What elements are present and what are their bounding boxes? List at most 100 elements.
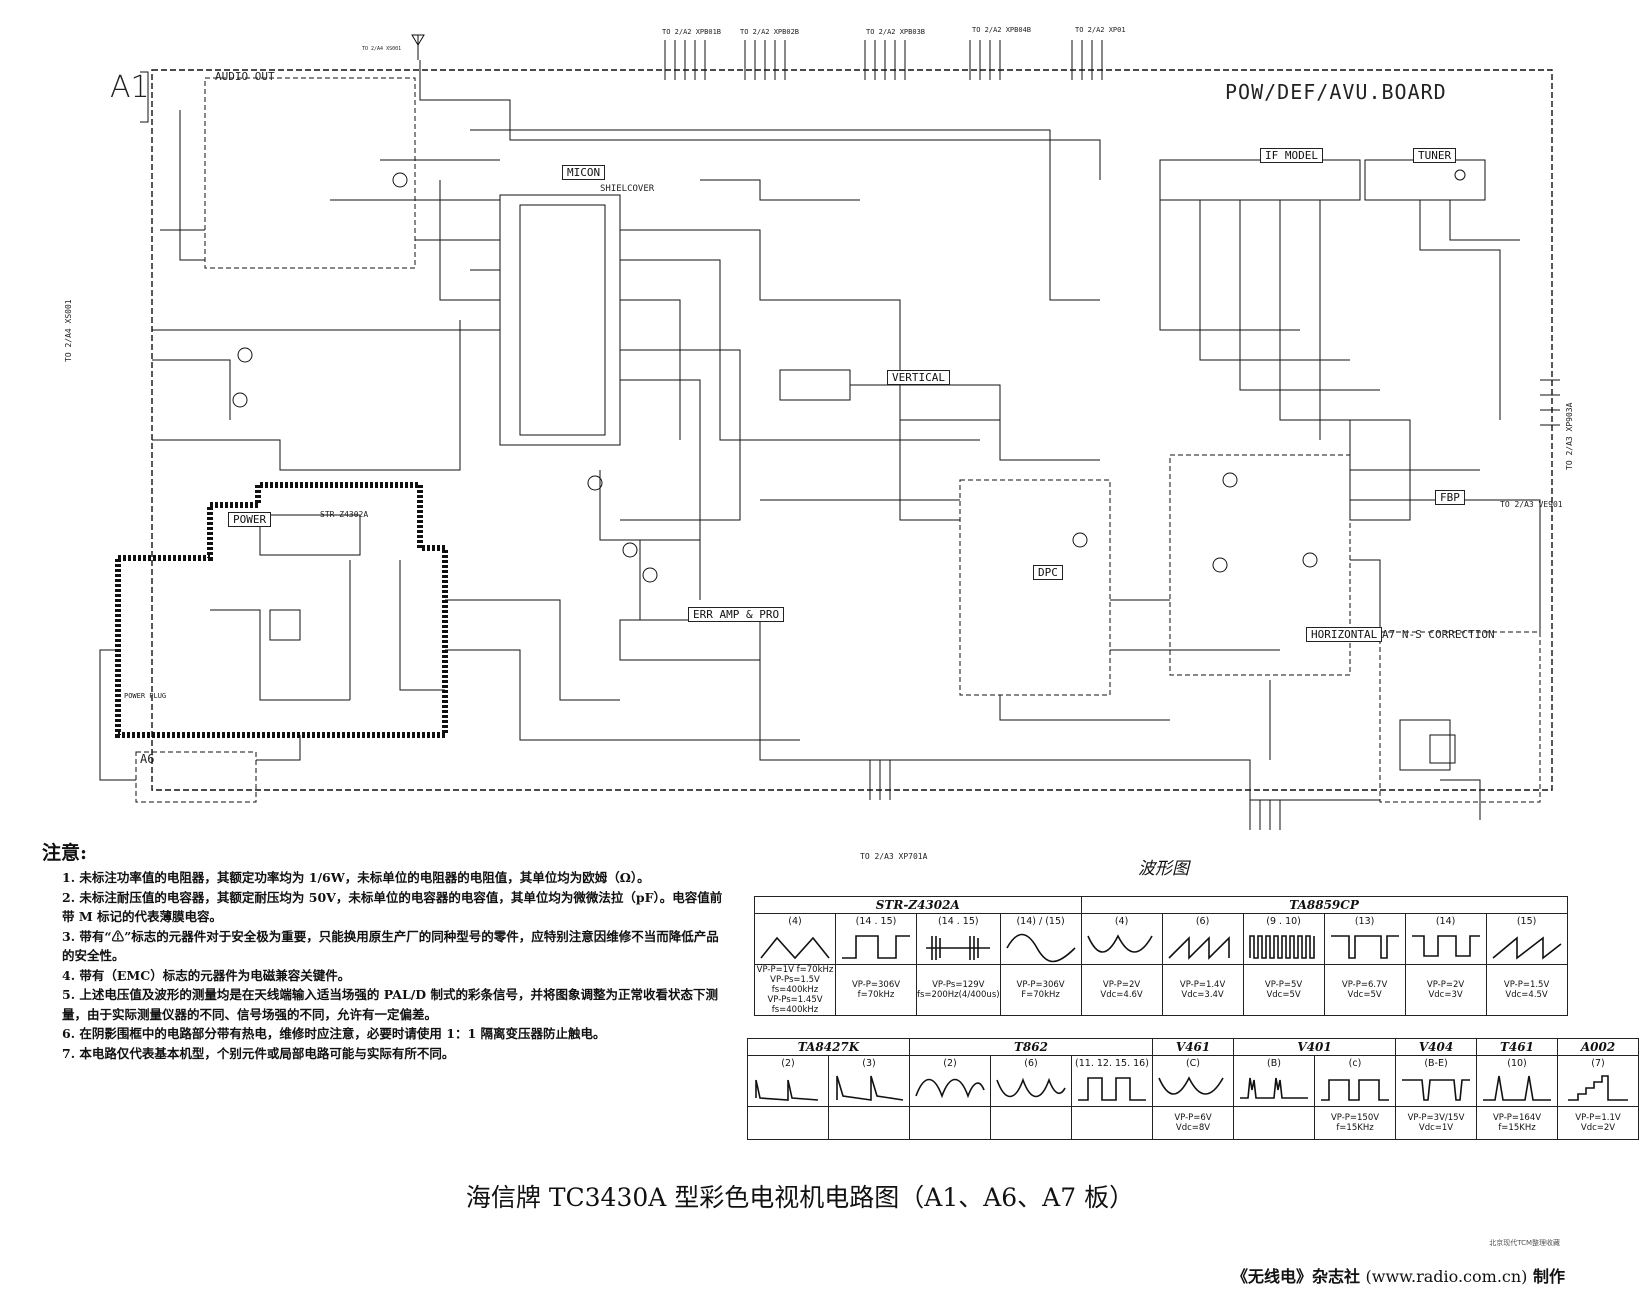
waveform-trace <box>1242 928 1325 965</box>
waveform-trace <box>1071 1070 1153 1107</box>
waveform-values <box>1233 1106 1315 1140</box>
waveform-values <box>828 1106 910 1140</box>
connector-right-mid: TO 2/A3 VE901 <box>1500 500 1563 509</box>
waveform-group-header: STR-Z4302A <box>754 896 1082 914</box>
main-title: 海信牌 TC3430A 型彩色电视机电路图（A1、A6、A7 板） <box>465 1183 1135 1212</box>
notes-title: 注意: <box>42 842 88 864</box>
credit-url: (www.radio.com.cn) <box>1365 1267 1528 1286</box>
waveform-pin-label: (3) <box>828 1055 910 1070</box>
waveform-trace <box>1476 1070 1558 1107</box>
collection-note: 北京现代TCM整理收藏 <box>1489 1239 1560 1247</box>
note-item: 2. 未标注耐压值的电容器，其额定耐压均为 50V，未标单位的电容器的电容值，其… <box>62 889 723 925</box>
waveform-pin-label: (14 . 15) <box>916 913 1001 928</box>
block-fbp: FBP <box>1435 490 1465 505</box>
waveform-title: 波形图 <box>1138 859 1189 879</box>
block-tuner: TUNER <box>1413 148 1457 163</box>
waveform-trace <box>916 928 1001 965</box>
waveform-trace <box>828 1070 910 1107</box>
block-shieldcover: SHIELCOVER <box>600 184 655 194</box>
connector-right-top: TO 2/A3 XP903A <box>1565 402 1574 470</box>
waveform-trace <box>1314 1070 1396 1107</box>
waveform-trace <box>1233 1070 1315 1107</box>
waveform-trace <box>990 1070 1072 1107</box>
waveform-trace <box>835 928 917 965</box>
waveform-pin-label: (14) <box>1404 913 1487 928</box>
waveform-pin-label: (B) <box>1233 1055 1315 1070</box>
note-item: 7. 本电路仅代表基本机型，个别元件或局部电路可能与实际有所不同。 <box>62 1045 455 1061</box>
waveform-group-header: V404 <box>1395 1038 1477 1056</box>
waveform-pin-label: (2) <box>909 1055 991 1070</box>
waveform-trace <box>747 1070 829 1107</box>
block-err-amp: ERR AMP & PRO <box>688 607 785 622</box>
waveform-pin-label: (7) <box>1557 1055 1639 1070</box>
note-item: 6. 在阴影围框中的电路部分带有热电，维修时应注意，必要时请使用 1：1 隔离变… <box>62 1026 606 1041</box>
block-dpc: DPC <box>1033 565 1063 580</box>
waveform-pin-label: (9 . 10) <box>1242 913 1325 928</box>
block-if-model: IF MODEL <box>1260 148 1323 163</box>
waveform-group-header: V401 <box>1233 1038 1396 1056</box>
connector-top-4: TO 2/A2 XPB04B <box>972 26 1032 34</box>
connector-top-2: TO 2/A2 XPB02B <box>740 28 800 36</box>
waveform-pin-label: (4) <box>754 913 836 928</box>
waveform-group-header: T862 <box>909 1038 1153 1056</box>
note-item: 5. 上述电压值及波形的测量均是在天线端输入适当场强的 PAL/D 制式的彩条信… <box>62 987 718 1022</box>
connector-top-1: TO 2/A2 XPB01B <box>662 28 722 36</box>
waveform-pin-label: (2) <box>747 1055 829 1070</box>
block-ns-correction: A7 N-S CORRECTION <box>1382 628 1495 641</box>
waveform-pin-label: (13) <box>1323 913 1406 928</box>
connector-left: TO 2/A4 XS001 <box>64 299 73 362</box>
waveform-pin-label: (6) <box>990 1055 1072 1070</box>
waveform-pin-label: (4) <box>1080 913 1163 928</box>
block-power-ic: STR-Z4302A <box>320 510 369 519</box>
waveform-values <box>990 1106 1072 1140</box>
waveform-values <box>747 1106 829 1140</box>
connector-top-3: TO 2/A2 XPB03B <box>866 28 926 36</box>
connector-top-5: TO 2/A2 XP01 <box>1075 26 1126 34</box>
waveform-pin-label: (6) <box>1161 913 1244 928</box>
waveform-values <box>1071 1106 1153 1140</box>
board-name: POW/DEF/AVU.BOARD <box>1225 80 1447 104</box>
circuit-schematic <box>99 34 1560 830</box>
waveform-trace <box>1080 928 1163 965</box>
block-horizontal: HORIZONTAL <box>1306 627 1383 642</box>
waveform-pin-label: (15) <box>1485 913 1568 928</box>
waveform-trace <box>1404 928 1487 965</box>
block-power-plug: POWER PLUG <box>124 692 167 700</box>
connector-antenna: TO 2/A4 XS001 <box>362 46 402 52</box>
waveform-pin-label: (c) <box>1314 1055 1396 1070</box>
waveform-group-header: T461 <box>1476 1038 1558 1056</box>
credit-made-by: 制作 <box>1532 1267 1565 1286</box>
block-a6: A6 <box>140 752 155 766</box>
note-item: 4. 带有（EMC）标志的元器件为电磁兼容关键件。 <box>62 967 351 983</box>
waveform-pin-label: (B-E) <box>1395 1055 1477 1070</box>
connector-bottom: TO 2/A3 XP701A <box>860 852 928 861</box>
waveform-group-header: V461 <box>1152 1038 1234 1056</box>
note-item: 3. 带有“⚠”标志的元器件对于安全极为重要，只能换用原生产厂的同种型号的零件，… <box>62 928 719 964</box>
waveform-pin-label: (11. 12. 15. 16) <box>1071 1055 1153 1070</box>
waveform-trace <box>1395 1070 1477 1107</box>
waveform-trace <box>1557 1070 1639 1107</box>
waveform-pin-label: (14 . 15) <box>835 913 917 928</box>
block-vertical: VERTICAL <box>887 370 950 385</box>
notes-list: 1. 未标注功率值的电阻器，其额定功率均为 1/6W，未标单位的电阻器的电阻值，… <box>62 868 730 1063</box>
waveform-trace <box>1152 1070 1234 1107</box>
waveform-group-header: TA8859CP <box>1080 896 1568 914</box>
waveform-group-header: A002 <box>1557 1038 1639 1056</box>
waveform-trace <box>1485 928 1568 965</box>
block-power: POWER <box>228 512 272 527</box>
waveform-pin-label: (14) / (15) <box>999 913 1082 928</box>
